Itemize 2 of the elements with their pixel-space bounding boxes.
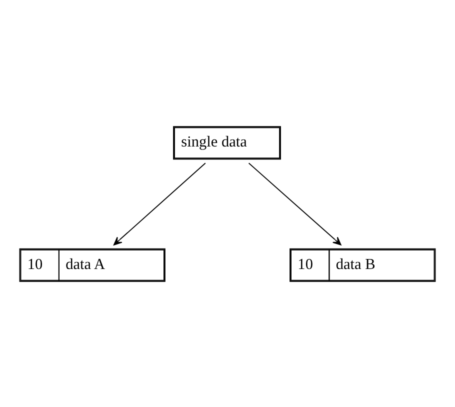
arrow xyxy=(113,162,206,245)
arrow xyxy=(248,162,342,245)
